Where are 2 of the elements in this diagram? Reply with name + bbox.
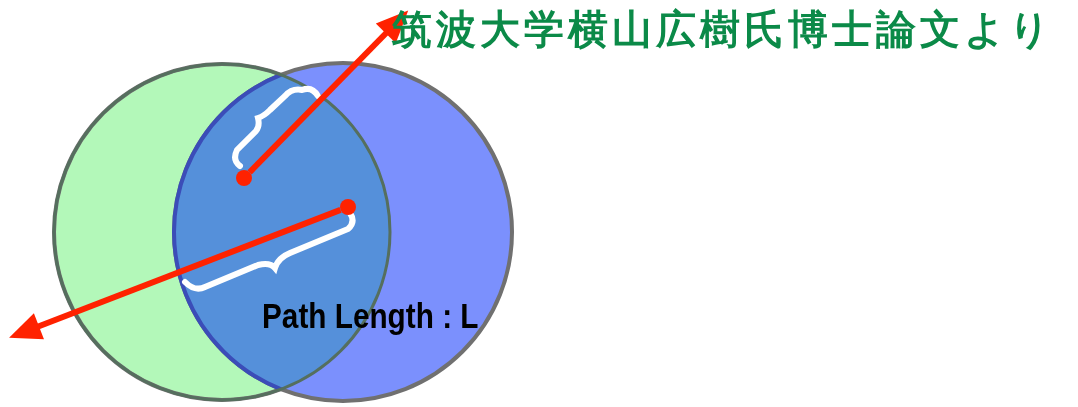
arrow: [9, 207, 342, 340]
arrow: [247, 10, 409, 175]
